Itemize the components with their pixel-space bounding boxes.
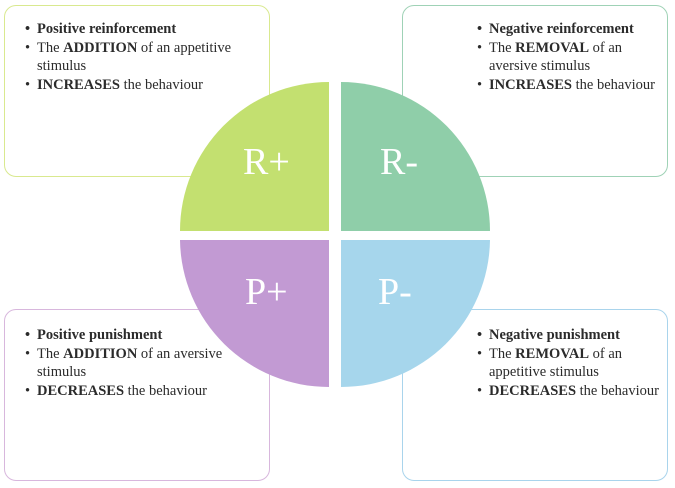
positive-reinforcement-box: Positive reinforcement The ADDITION of a… [4,5,270,177]
increases-keyword: INCREASES [489,77,572,93]
removal-keyword: REMOVAL [515,346,590,362]
addition-keyword: ADDITION [63,40,138,56]
positive-reinforcement-list: Positive reinforcement The ADDITION of a… [25,20,269,94]
positive-punishment-list: Positive punishment The ADDITION of an a… [25,326,269,400]
positive-punishment-box: Positive punishment The ADDITION of an a… [4,309,270,481]
r-minus-label: R- [380,141,418,183]
r-plus-quadrant [180,82,329,231]
negative-punishment-effect: DECREASES the behaviour [477,382,663,400]
addition-keyword: ADDITION [63,346,138,362]
positive-reinforcement-title: Positive reinforcement [25,20,269,38]
positive-reinforcement-definition: The ADDITION of an appetitive stimulus [25,39,269,75]
negative-reinforcement-list: Negative reinforcement The REMOVAL of an… [477,20,663,94]
removal-keyword: REMOVAL [515,40,590,56]
increases-keyword: INCREASES [37,77,120,93]
negative-reinforcement-definition: The REMOVAL of an aversive stimulus [477,39,663,75]
negative-punishment-list: Negative punishment The REMOVAL of an ap… [477,326,663,400]
negative-reinforcement-effect: INCREASES the behaviour [477,76,663,94]
negative-punishment-title: Negative punishment [477,326,663,344]
negative-reinforcement-title: Negative reinforcement [477,20,663,38]
decreases-keyword: DECREASES [37,383,125,399]
positive-punishment-effect: DECREASES the behaviour [25,382,269,400]
positive-reinforcement-effect: INCREASES the behaviour [25,76,269,94]
positive-punishment-title: Positive punishment [25,326,269,344]
positive-punishment-definition: The ADDITION of an aversive stimulus [25,345,269,381]
decreases-keyword: DECREASES [489,383,577,399]
p-minus-label: P- [378,271,412,313]
r-plus-label: R+ [243,141,290,183]
r-minus-quadrant [341,82,490,231]
p-plus-label: P+ [245,271,288,313]
negative-punishment-definition: The REMOVAL of an appetitive stimulus [477,345,663,381]
p-plus-quadrant [180,240,329,387]
p-minus-quadrant [341,240,490,387]
